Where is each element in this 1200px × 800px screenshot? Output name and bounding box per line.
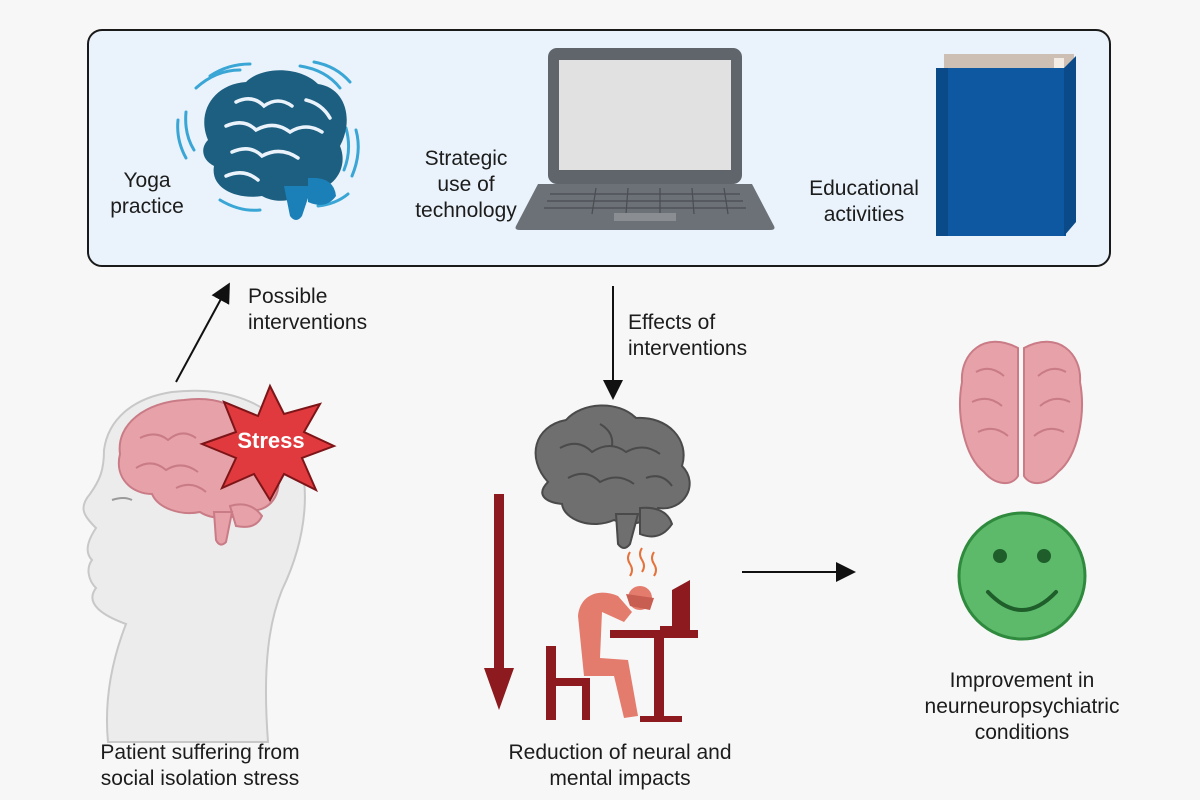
effects-label: Effects of interventions bbox=[628, 311, 748, 360]
reduction-caption: Reduction of neural and mental impacts bbox=[508, 741, 732, 790]
possible-interventions-label: Possible interventions bbox=[248, 285, 368, 334]
laptop-icon bbox=[515, 48, 775, 230]
stress-burst-icon bbox=[199, 383, 337, 503]
gray-brain-icon bbox=[534, 404, 691, 549]
educational-label: Educational activities bbox=[809, 177, 919, 226]
book-icon bbox=[936, 54, 1076, 236]
technology-label: Strategic use of technology bbox=[415, 147, 517, 222]
patient-caption: Patient suffering from social isolation … bbox=[100, 741, 300, 790]
glowing-brain-icon bbox=[176, 60, 360, 220]
improvement-caption: Improvement in neurneuropsychiatric cond… bbox=[924, 669, 1120, 744]
healthy-brain-icon bbox=[959, 340, 1083, 484]
reduction-down-arrow bbox=[484, 494, 514, 710]
stressed-person-icon bbox=[546, 547, 698, 722]
stress-label: Stress bbox=[237, 428, 305, 453]
yoga-practice-label: Yoga practice bbox=[110, 169, 184, 218]
smiley-face-icon bbox=[957, 511, 1087, 641]
possible-interventions-arrow bbox=[175, 282, 230, 383]
